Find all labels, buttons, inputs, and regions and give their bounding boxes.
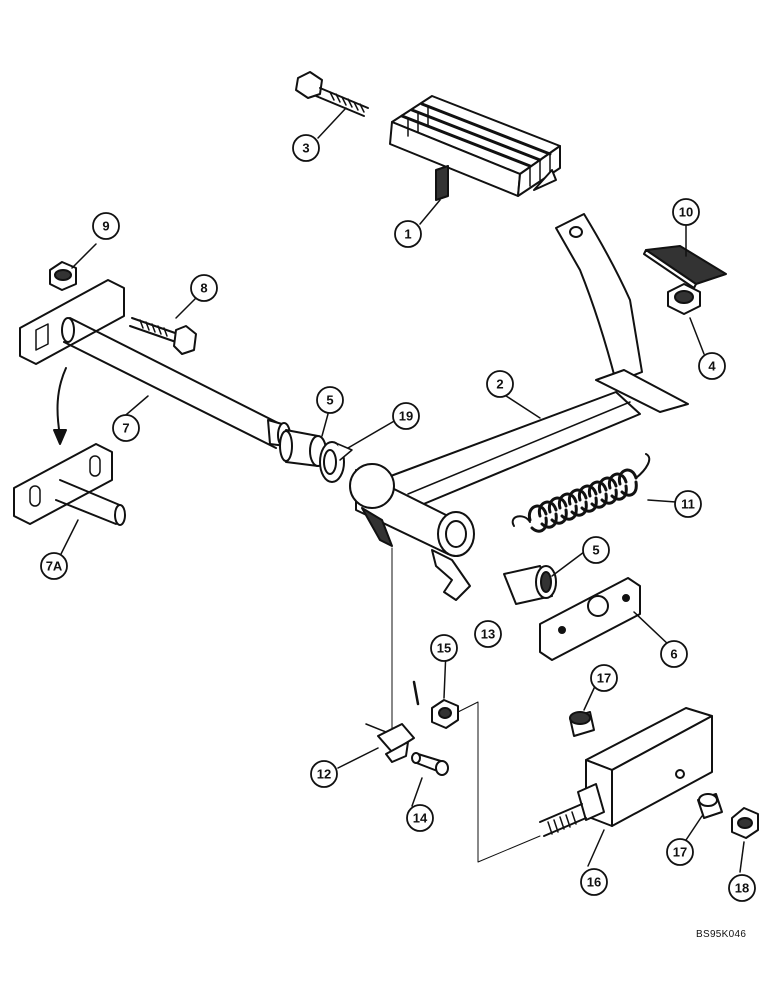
- callout-4: 4: [698, 352, 726, 380]
- callout-14: 14: [406, 804, 434, 832]
- callout-circle: [40, 552, 68, 580]
- part-10-plate: [643, 245, 727, 289]
- callout-label: 18: [735, 881, 749, 896]
- callout-label: 12: [317, 767, 331, 782]
- callout-circle: [590, 664, 618, 692]
- callout-circle: [474, 620, 502, 648]
- callout-circle: [292, 134, 320, 162]
- callout-circle: [406, 804, 434, 832]
- callout-circle: [394, 220, 422, 248]
- part-7a-short-shaft: [13, 443, 126, 526]
- part-12-clevis: [365, 723, 415, 763]
- leader-lines: [59, 107, 745, 873]
- callout-label: 17: [673, 845, 687, 860]
- callout-7: 7: [112, 414, 140, 442]
- callout-16: 16: [580, 868, 608, 896]
- reference-code: BS95K046: [696, 929, 747, 940]
- callout-3: 3: [292, 134, 320, 162]
- callout-label: 5: [326, 393, 333, 408]
- callout-18: 18: [728, 874, 756, 902]
- callout-5: 5: [316, 386, 344, 414]
- callout-circle: [580, 868, 608, 896]
- callout-circle: [486, 370, 514, 398]
- callout-label: 14: [413, 811, 428, 826]
- part-15-pin: [412, 680, 420, 706]
- callout-label: 17: [597, 671, 611, 686]
- callout-11: 11: [674, 490, 702, 518]
- callout-label: 3: [302, 141, 309, 156]
- callout-2: 2: [486, 370, 514, 398]
- callout-label: 9: [102, 219, 109, 234]
- callout-19: 19: [392, 402, 420, 430]
- part-14-clevis-pin: [411, 752, 449, 776]
- part-8-bolt: [129, 317, 197, 355]
- callout-5: 5: [582, 536, 610, 564]
- part-5-bushing-lower: [503, 565, 557, 605]
- callout-circle: [112, 414, 140, 442]
- callout-label: 16: [587, 875, 601, 890]
- callout-6: 6: [660, 640, 688, 668]
- callout-circle: [660, 640, 688, 668]
- part-6-plate: [539, 577, 641, 661]
- part-17-bushing-lower: [697, 793, 723, 819]
- callout-label: 10: [679, 205, 693, 220]
- callout-circle: [698, 352, 726, 380]
- callout-1: 1: [394, 220, 422, 248]
- callout-label: 19: [399, 409, 413, 424]
- callout-10: 10: [672, 198, 700, 226]
- part-13-nut: [431, 699, 459, 729]
- callout-label: 7: [122, 421, 129, 436]
- callout-label: 1: [404, 227, 411, 242]
- callout-label: 7A: [46, 559, 63, 574]
- callout-circle: [316, 386, 344, 414]
- part-19-washer: [319, 441, 353, 483]
- callout-label: 4: [708, 359, 716, 374]
- callout-label: 5: [592, 543, 599, 558]
- callout-label: 8: [200, 281, 207, 296]
- callout-circle: [392, 402, 420, 430]
- callout-circle: [430, 634, 458, 662]
- callout-label: 6: [670, 647, 677, 662]
- callout-label: 2: [496, 377, 503, 392]
- callout-9: 9: [92, 212, 120, 240]
- part-17-bushing-upper: [569, 711, 595, 737]
- callout-circle: [92, 212, 120, 240]
- part-2-pedal-arm: [349, 213, 689, 601]
- part-1-pedal-pad: [389, 95, 561, 201]
- callout-17: 17: [666, 838, 694, 866]
- callout-circle: [674, 490, 702, 518]
- callout-circle: [310, 760, 338, 788]
- callout-17: 17: [590, 664, 618, 692]
- part-7-shaft: [19, 279, 291, 449]
- callout-label: 13: [481, 627, 495, 642]
- callout-15: 15: [430, 634, 458, 662]
- callout-label: 11: [681, 497, 695, 512]
- part-16-actuator: [539, 707, 713, 837]
- callout-8: 8: [190, 274, 218, 302]
- callout-circle: [728, 874, 756, 902]
- part-3-bolt: [295, 71, 369, 117]
- part-9-nut: [49, 261, 77, 291]
- callout-circle: [190, 274, 218, 302]
- callout-12: 12: [310, 760, 338, 788]
- callout-circle: [582, 536, 610, 564]
- part-11-spring: [511, 453, 651, 533]
- part-4-nut: [667, 283, 701, 315]
- callout-7a: 7A: [40, 552, 68, 580]
- callout-label: 15: [437, 641, 451, 656]
- part-18-nut: [731, 807, 759, 839]
- callout-circle: [672, 198, 700, 226]
- callout-circle: [666, 838, 694, 866]
- callout-13: 13: [474, 620, 502, 648]
